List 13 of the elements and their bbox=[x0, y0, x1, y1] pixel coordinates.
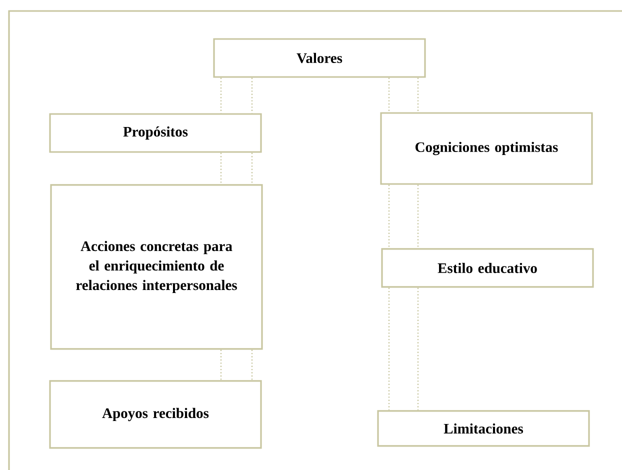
dotted-connector bbox=[220, 349, 253, 381]
dotted-connector bbox=[388, 77, 419, 113]
label-box: Propósitos bbox=[49, 113, 262, 153]
dotted-connector bbox=[388, 287, 419, 411]
label-box: Valores bbox=[213, 38, 426, 78]
label-box: Cogniciones optimistas bbox=[380, 112, 593, 185]
label-box: Acciones concretas para el enriquecimiento de relaciones interpersonales bbox=[50, 184, 263, 350]
label-box: Estilo educativo bbox=[381, 248, 594, 288]
label-box: Limitaciones bbox=[377, 410, 590, 447]
label-box: Apoyos recibidos bbox=[49, 380, 262, 449]
dotted-connector bbox=[220, 77, 253, 114]
dotted-connector bbox=[220, 152, 253, 185]
dotted-connector bbox=[388, 184, 419, 249]
